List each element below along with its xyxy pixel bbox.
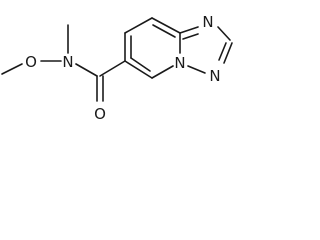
bond-ring-c7-c8	[124, 17, 153, 34]
bond-c2-n3	[223, 42, 233, 64]
atom-n-bridgehead: N	[174, 54, 185, 72]
bond-ring-c5-c6-inner	[130, 57, 151, 72]
bond-ring-n4-c5	[151, 65, 174, 79]
atom-labels: O N O N N N	[25, 13, 221, 123]
bonds	[1, 17, 233, 102]
bond-methyl-o	[1, 63, 23, 75]
atom-o-methoxy: O	[25, 53, 37, 71]
bond-n3-n4	[187, 65, 206, 74]
atom-n-amide: N	[62, 53, 73, 71]
bond-c8a-n1	[179, 26, 199, 34]
chemical-structure: O N O N N N	[1, 13, 233, 123]
bond-n1-c2	[217, 26, 231, 41]
atom-n-triazole-top: N	[202, 13, 213, 31]
bond-n-carbonyl-carbon	[75, 63, 98, 77]
bond-c8a-n1-inner	[182, 33, 199, 40]
atom-o-carbonyl: O	[94, 105, 106, 123]
bond-ring-c5-c6	[124, 60, 153, 79]
bond-ring-c8-c8a	[151, 17, 181, 34]
atom-n-triazole-bottom: N	[209, 67, 220, 85]
bond-ring-c8-c8a-inner	[152, 24, 176, 38]
bond-c2-n3-inner	[218, 42, 227, 61]
bond-carbonyl-ring	[99, 60, 126, 77]
